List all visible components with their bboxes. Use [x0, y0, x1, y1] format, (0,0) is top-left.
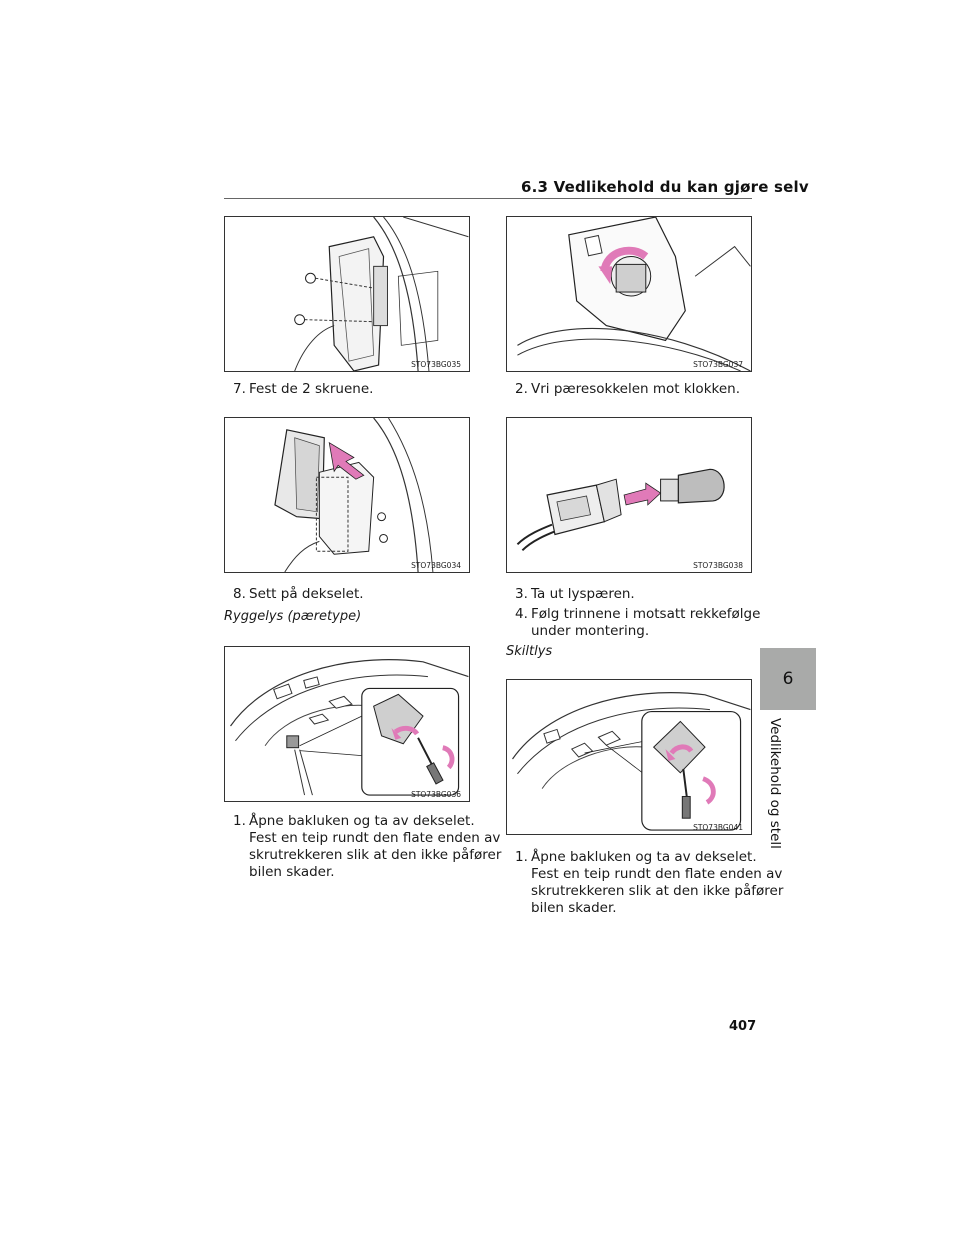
step-text: Åpne bakluken og ta av dekselet.: [249, 813, 475, 829]
header-rule: [224, 198, 752, 199]
figure-code: STO73BG038: [693, 561, 743, 570]
step-note-line2: skrutrekkeren slik at den ikke påfører: [531, 883, 784, 899]
step-text: Ta ut lyspæren.: [531, 586, 635, 602]
step-8: 8.Sett på dekselet.: [233, 586, 364, 603]
reverse-light-cover-illustration: [230, 659, 469, 796]
step-number: 3.: [515, 586, 528, 602]
figure-code: STO73BG034: [411, 561, 461, 570]
chapter-tab: 6: [760, 648, 816, 710]
step-number: 1.: [233, 813, 246, 829]
step-number: 8.: [233, 586, 246, 602]
step-note-line2: skrutrekkeren slik at den ikke påfører: [249, 847, 502, 863]
step-7: 7.Fest de 2 skruene.: [233, 381, 373, 398]
plate-light-step-1: 1.Åpne bakluken og ta av dekselet. Fest …: [515, 849, 783, 917]
page-number: 407: [729, 1019, 757, 1034]
step-number: 1.: [515, 849, 528, 865]
figure-tail-lamp-screws: STO73BG035: [224, 216, 470, 372]
figure-code: STO73BG036: [411, 790, 461, 799]
figure-code: STO73BG037: [693, 360, 743, 369]
figure-code: STO73BG035: [411, 360, 461, 369]
figure-install-cover: STO73BG034: [224, 417, 470, 573]
chapter-number: 6: [782, 669, 794, 689]
remove-bulb-illustration: [516, 468, 725, 551]
section-header: 6.3 Vedlikehold du kan gjøre selv: [521, 178, 809, 196]
step-number: 2.: [515, 381, 528, 397]
section-heading-reverse-light: Ryggelys (pæretype): [224, 609, 362, 624]
step-note-line1: Fest en teip rundt den flate enden av: [249, 830, 501, 846]
chapter-label: Vedlikehold og stell: [767, 718, 783, 849]
step-text-line1: Følg trinnene i motsatt rekkefølge: [531, 606, 761, 622]
install-cover-illustration: [274, 418, 434, 572]
step-note-line3: bilen skader.: [249, 864, 335, 880]
figure-reverse-light-cover: STO73BG036: [224, 646, 470, 802]
step-note-line3: bilen skader.: [531, 900, 617, 916]
step-text: Sett på dekselet.: [249, 586, 364, 602]
step-number: 4.: [515, 606, 528, 622]
figure-code: STO73BG041: [693, 823, 743, 832]
step-3: 3.Ta ut lyspæren.: [515, 586, 635, 603]
tail-lamp-screws-illustration: [294, 217, 469, 371]
step-text: Vri pæresokkelen mot klokken.: [531, 381, 740, 397]
rotate-socket-illustration: [517, 217, 751, 371]
step-4: 4.Følg trinnene i motsatt rekkefølge und…: [515, 606, 760, 640]
figure-rotate-socket: STO73BG037: [506, 216, 752, 372]
figure-plate-light-cover: STO73BG041: [506, 679, 752, 835]
figure-remove-bulb: STO73BG038: [506, 417, 752, 573]
step-number: 7.: [233, 381, 246, 397]
section-heading-plate-light: Skiltlys: [506, 644, 553, 659]
reverse-light-step-1: 1.Åpne bakluken og ta av dekselet. Fest …: [233, 813, 501, 881]
plate-light-cover-illustration: [512, 692, 751, 831]
step-text-line2: under montering.: [531, 623, 650, 639]
step-note-line1: Fest en teip rundt den flate enden av: [531, 866, 783, 882]
step-text: Fest de 2 skruene.: [249, 381, 374, 397]
step-text: Åpne bakluken og ta av dekselet.: [531, 849, 757, 865]
step-2: 2.Vri pæresokkelen mot klokken.: [515, 381, 740, 398]
